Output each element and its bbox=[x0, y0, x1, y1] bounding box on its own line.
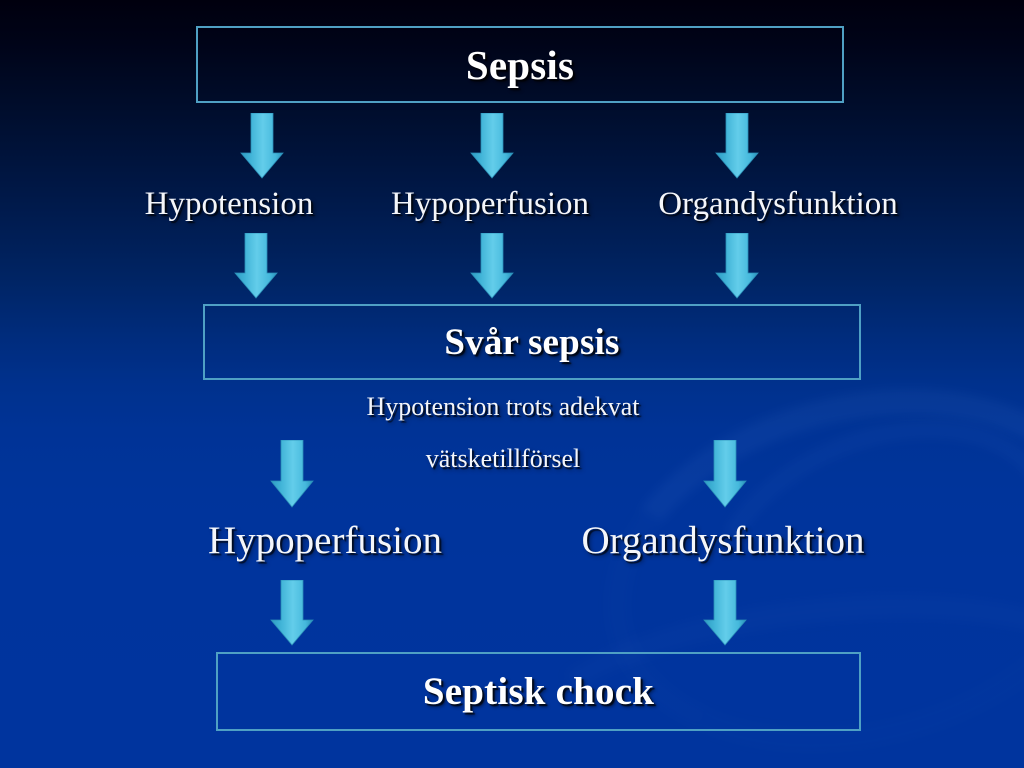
arrow-down-icon bbox=[240, 113, 284, 179]
svar-sepsis-subtitle-line-1: Hypotension trots adekvat bbox=[366, 392, 640, 421]
box-svar-sepsis-title: Svår sepsis bbox=[444, 321, 620, 363]
arrow-down-icon bbox=[270, 580, 314, 646]
arrow-down-icon bbox=[470, 113, 514, 179]
arrow-down-icon bbox=[703, 440, 747, 508]
label-hypoperfusion-lower: Hypoperfusion bbox=[208, 519, 442, 562]
label-hypoperfusion: Hypoperfusion bbox=[391, 186, 589, 222]
arrow-down-icon bbox=[470, 233, 514, 299]
box-septisk-chock: Septisk chock bbox=[216, 652, 861, 731]
arrow-down-icon bbox=[703, 580, 747, 646]
box-septisk-chock-title: Septisk chock bbox=[422, 670, 655, 713]
box-sepsis-title: Sepsis bbox=[465, 41, 575, 88]
svar-sepsis-subtitle-line-2: vätsketillförsel bbox=[425, 444, 581, 473]
arrow-down-icon bbox=[270, 440, 314, 508]
box-sepsis: Sepsis bbox=[196, 26, 844, 103]
label-organdysfunktion-lower: Organdysfunktion bbox=[581, 519, 865, 562]
arrow-down-icon bbox=[715, 233, 759, 299]
label-organdysfunktion: Organdysfunktion bbox=[658, 186, 898, 222]
arrow-down-icon bbox=[715, 113, 759, 179]
label-hypotension: Hypotension bbox=[144, 186, 314, 222]
box-svar-sepsis: Svår sepsis bbox=[203, 304, 861, 380]
arrow-down-icon bbox=[234, 233, 278, 299]
